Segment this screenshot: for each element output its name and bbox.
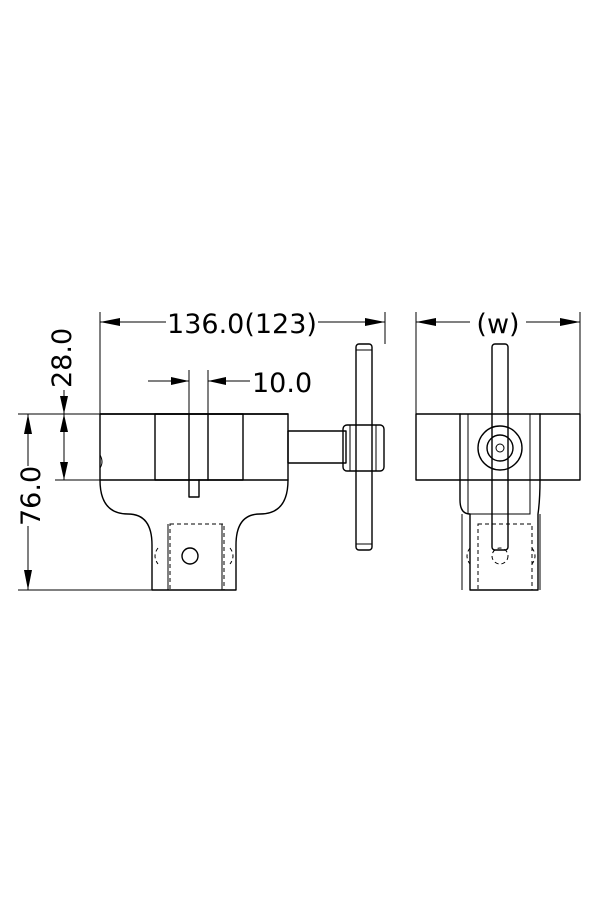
overall-width-label: 136.0(123) [167,309,317,340]
inner-jaw [154,413,244,481]
dimension-slot-width: 10.0 [148,368,312,414]
side-inner-plate [467,413,531,515]
slot-width-label: 10.0 [252,368,312,399]
side-handle [491,343,509,551]
t-handle [355,343,373,551]
dimension-jaw-height: 28.0 [47,328,155,481]
dimension-total-height: 76.0 [14,413,152,591]
side-hub-detail-right [531,547,536,565]
hub-detail-left [154,547,159,565]
dimension-overall-width: 136.0(123) [99,306,386,414]
side-body [459,413,541,591]
side-view [415,343,581,591]
screw-head-outer [477,425,523,471]
side-hub-detail-left [466,547,471,565]
screw-head-inner [486,434,514,462]
total-height-label: 76.0 [16,466,47,526]
side-hub-bore [491,547,509,565]
hub-hidden-lines [169,523,225,591]
center-slot [188,413,209,498]
hub-detail-right [229,547,234,565]
dimension-side-width: (w) [415,306,581,414]
left-bump [99,454,103,469]
screw-head-dot [495,443,505,453]
screw-shaft [287,430,347,464]
side-hub-hidden [477,523,533,591]
jaw-height-label: 28.0 [47,328,78,388]
screw-collar [342,424,385,472]
side-width-label: (w) [476,309,519,340]
hub-bore [181,547,199,565]
front-body-outline [99,413,289,591]
